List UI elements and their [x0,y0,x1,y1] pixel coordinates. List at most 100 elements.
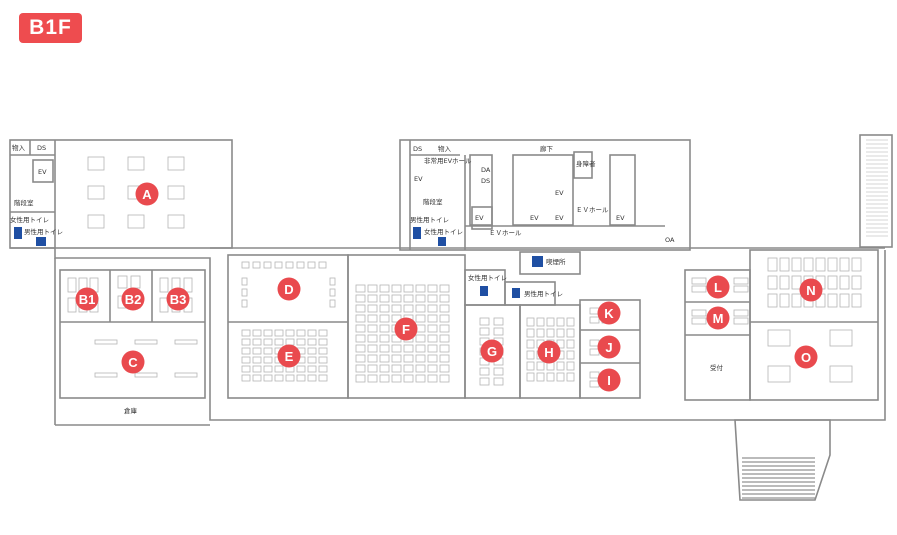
marker-circle[interactable] [706,306,730,330]
table [263,329,273,337]
table [767,329,791,347]
table [839,275,850,290]
marker-circle[interactable] [597,301,621,325]
table [493,317,504,326]
room-marker-f[interactable]: F [394,317,418,341]
room-marker-b1[interactable]: B1 [75,287,99,311]
table [403,284,414,293]
room-marker-h[interactable]: H [537,340,561,364]
marker-circle[interactable] [166,287,190,311]
toilet-icon [36,237,46,246]
table [566,317,575,327]
label-ev-hall: ＥＶホール [489,229,522,237]
room-marker-g[interactable]: G [480,339,504,363]
table [526,328,535,338]
table [241,356,251,364]
label-ds: DS [37,144,46,152]
label-ev: EV [38,168,47,176]
table [439,284,450,293]
table [263,374,273,382]
table [427,374,438,383]
table [391,374,402,383]
marker-circle[interactable] [277,344,301,368]
table [252,365,262,373]
table [241,347,251,355]
marker-circle[interactable] [75,287,99,311]
table [589,339,600,347]
table [183,277,193,293]
marker-circle[interactable] [597,335,621,359]
room-marker-m[interactable]: M [706,306,730,330]
table [767,365,791,383]
room-marker-e[interactable]: E [277,344,301,368]
label-ev: EV [475,214,484,222]
table [427,344,438,353]
marker-circle[interactable] [794,345,818,369]
room-marker-c[interactable]: C [121,350,145,374]
marker-circle[interactable] [135,182,159,206]
room-marker-j[interactable]: J [597,335,621,359]
room-marker-o[interactable]: O [794,345,818,369]
toilet-icon [14,227,22,239]
room-marker-b2[interactable]: B2 [121,287,145,311]
table [403,364,414,373]
label-mens-toilet: 男性用トイレ [524,289,563,298]
table [691,285,707,293]
room-marker-l[interactable]: L [706,275,730,299]
marker-circle[interactable] [706,275,730,299]
table [827,293,838,308]
marker-circle[interactable] [537,340,561,364]
table [355,324,366,333]
table [285,261,294,269]
table [367,344,378,353]
table [733,317,749,325]
table [318,347,328,355]
room-labels: 物入 DS EV 階段室 女性用トイレ 男性用トイレ DS 物入 非常用EVホー… [10,143,724,415]
table [367,284,378,293]
table [415,314,426,323]
table [134,339,158,345]
table [427,294,438,303]
table [391,304,402,313]
marker-circle[interactable] [277,277,301,301]
table [427,324,438,333]
table [296,329,306,337]
table [307,365,317,373]
room-marker-b3[interactable]: B3 [166,287,190,311]
table [367,314,378,323]
table [285,374,295,382]
table [274,374,284,382]
table [285,338,295,346]
room-marker-n[interactable]: N [799,278,823,302]
label-ev: EV [530,214,539,222]
room-marker-d[interactable]: D [277,277,301,301]
table [296,338,306,346]
table [546,372,555,382]
marker-circle[interactable] [394,317,418,341]
marker-circle[interactable] [121,350,145,374]
marker-circle[interactable] [799,278,823,302]
table [427,354,438,363]
table [566,339,575,349]
room-marker-k[interactable]: K [597,301,621,325]
marker-circle[interactable] [597,368,621,392]
room-marker-a[interactable]: A [135,182,159,206]
table [329,299,336,308]
table [415,304,426,313]
table [252,374,262,382]
table [329,288,336,297]
marker-circle[interactable] [480,339,504,363]
table [329,277,336,286]
table [307,374,317,382]
table [526,339,535,349]
table [67,297,77,313]
label-emergency-ev-hall: 非常用EVホール [424,156,472,165]
table [427,334,438,343]
table [318,261,327,269]
room-marker-i[interactable]: I [597,368,621,392]
marker-circle[interactable] [121,287,145,311]
table [94,372,118,378]
table [274,261,283,269]
table [566,328,575,338]
table [493,327,504,336]
